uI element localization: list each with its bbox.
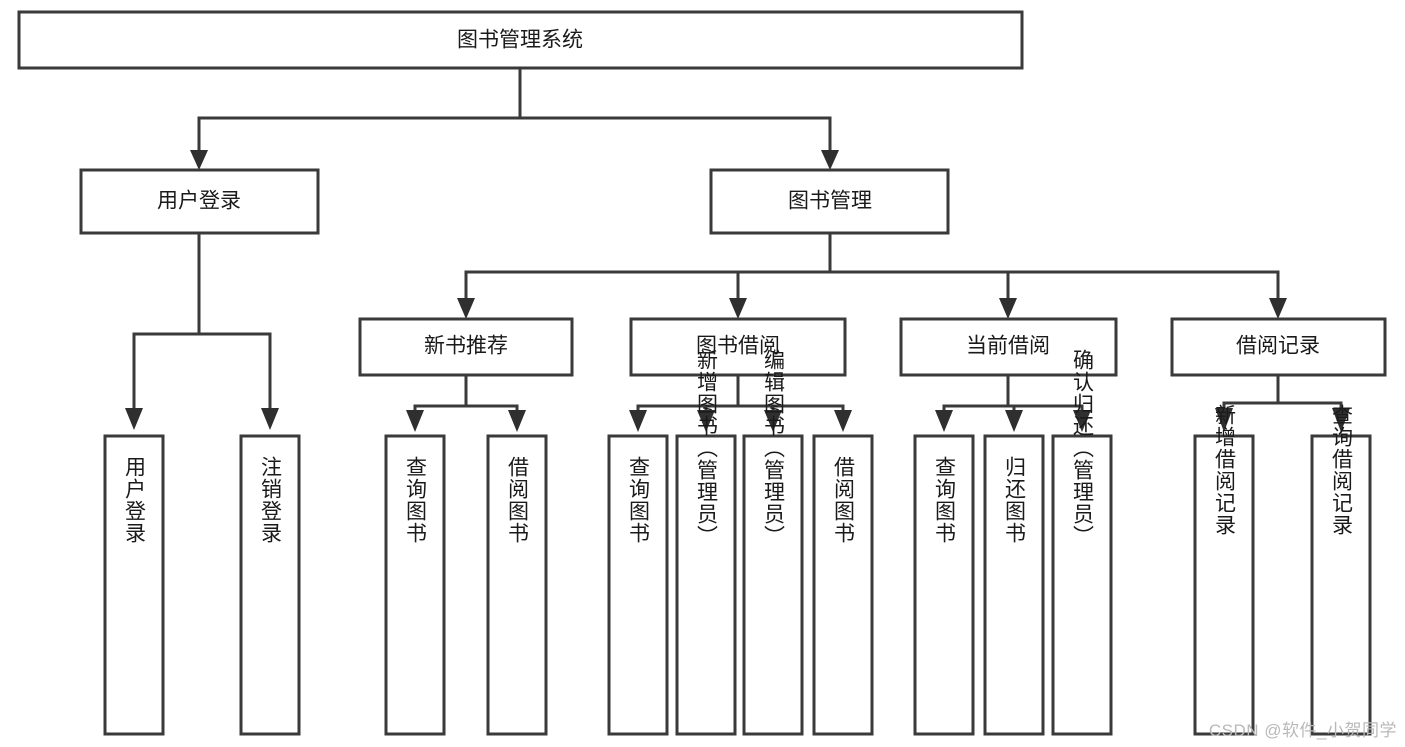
node-leaf3-box[interactable] <box>384 434 446 736</box>
node-leaf12-box[interactable] <box>1193 434 1255 736</box>
arrowhead-leaf9 <box>935 410 953 432</box>
arrowhead-leaf2 <box>261 408 279 430</box>
node-leaf8-label: 借阅图书 <box>832 456 856 544</box>
node-leaf7-label: 编辑图书（管理员） <box>762 349 786 547</box>
node-leaf5[interactable]: 查询图书 <box>607 434 669 736</box>
arrowhead-login <box>190 150 208 170</box>
arrowhead-leaf1 <box>125 408 143 430</box>
arrowhead-bookmgmt <box>821 150 839 170</box>
node-leaf1-label: 用户登录 <box>123 456 147 544</box>
node-leaf4-label: 借阅图书 <box>506 456 530 544</box>
node-leaf4-box[interactable] <box>486 434 548 736</box>
node-leaf6-label: 新增图书（管理员） <box>695 349 719 547</box>
arrowhead-leaf13 <box>1332 408 1350 432</box>
node-records[interactable]: 借阅记录 <box>1170 317 1387 377</box>
node-leaf1[interactable]: 用户登录 <box>103 434 165 736</box>
node-leaf1-box[interactable] <box>103 434 165 736</box>
node-leaf10-box[interactable] <box>983 434 1045 736</box>
node-borrow-label: 图书借阅 <box>696 335 780 358</box>
arrowhead-leaf3 <box>406 410 424 432</box>
node-leaf10[interactable]: 归还图书 <box>983 434 1045 736</box>
node-leaf3-label: 查询图书 <box>404 456 428 544</box>
node-records-box[interactable] <box>1170 317 1387 377</box>
node-leaf5-box[interactable] <box>607 434 669 736</box>
node-leaf4[interactable]: 借阅图书 <box>486 434 548 736</box>
node-leaf12-label: 新增借阅记录 <box>1213 404 1237 536</box>
arrowhead-leaf6 <box>697 410 715 432</box>
node-login[interactable]: 用户登录 <box>79 168 320 235</box>
node-bookmgmt-box[interactable] <box>709 168 950 235</box>
node-leaf2-label: 注销登录 <box>259 456 283 544</box>
node-leaf10-label: 归还图书 <box>1003 456 1027 544</box>
node-leaf3[interactable]: 查询图书 <box>384 434 446 736</box>
node-newbook[interactable]: 新书推荐 <box>358 317 574 377</box>
node-leaf11[interactable]: 确认归还（管理员） <box>1051 349 1113 736</box>
node-leaf7[interactable]: 编辑图书（管理员） <box>742 349 804 736</box>
node-root-label: 图书管理系统 <box>457 29 583 52</box>
arrowhead-leaf12 <box>1215 408 1233 432</box>
node-login-box[interactable] <box>79 168 320 235</box>
arrowhead-leaf8 <box>834 410 852 432</box>
node-leaf13-label: 查询借阅记录 <box>1330 404 1354 536</box>
node-leaf8-box[interactable] <box>812 434 874 736</box>
node-leaf11-box[interactable] <box>1051 434 1113 736</box>
node-newbook-label: 新书推荐 <box>424 335 508 358</box>
arrowhead-leaf7 <box>764 410 782 432</box>
connectors-layer <box>125 66 1350 432</box>
node-leaf6[interactable]: 新增图书（管理员） <box>675 349 737 736</box>
node-leaf2-box[interactable] <box>239 434 301 736</box>
arrowhead-leaf4 <box>508 410 526 432</box>
node-leaf13-box[interactable] <box>1310 434 1372 736</box>
node-records-label: 借阅记录 <box>1236 335 1320 358</box>
arrowhead-leaf10 <box>1005 410 1023 432</box>
arrowhead-records <box>1269 298 1287 319</box>
arrowhead-leaf5 <box>629 410 647 432</box>
node-leaf7-box[interactable] <box>742 434 804 736</box>
node-bookmgmt-label: 图书管理 <box>788 190 872 213</box>
node-root-box[interactable] <box>17 10 1024 70</box>
node-leaf11-label: 确认归还（管理员） <box>1071 349 1095 547</box>
node-login-label: 用户登录 <box>157 190 241 213</box>
node-borrow-box[interactable] <box>629 317 847 377</box>
node-leaf6-box[interactable] <box>675 434 737 736</box>
arrowhead-newbook <box>457 298 475 319</box>
node-leaf5-label: 查询图书 <box>627 456 651 544</box>
node-leaf8[interactable]: 借阅图书 <box>812 434 874 736</box>
node-current-label: 当前借阅 <box>966 335 1050 358</box>
node-borrow[interactable]: 图书借阅 <box>629 317 847 377</box>
arrowhead-leaf11 <box>1073 410 1091 432</box>
node-leaf13[interactable]: 查询借阅记录 <box>1310 404 1372 736</box>
arrowhead-borrow <box>729 298 747 319</box>
node-bookmgmt[interactable]: 图书管理 <box>709 168 950 235</box>
node-newbook-box[interactable] <box>358 317 574 377</box>
node-leaf12[interactable]: 新增借阅记录 <box>1193 404 1255 736</box>
node-current-box[interactable] <box>899 317 1118 377</box>
node-leaf9[interactable]: 查询图书 <box>913 434 975 736</box>
node-current[interactable]: 当前借阅 <box>899 317 1118 377</box>
arrowhead-current <box>999 298 1017 319</box>
node-leaf9-box[interactable] <box>913 434 975 736</box>
node-leaf2[interactable]: 注销登录 <box>239 434 301 736</box>
node-root[interactable]: 图书管理系统 <box>17 10 1024 70</box>
node-leaf9-label: 查询图书 <box>933 456 957 544</box>
